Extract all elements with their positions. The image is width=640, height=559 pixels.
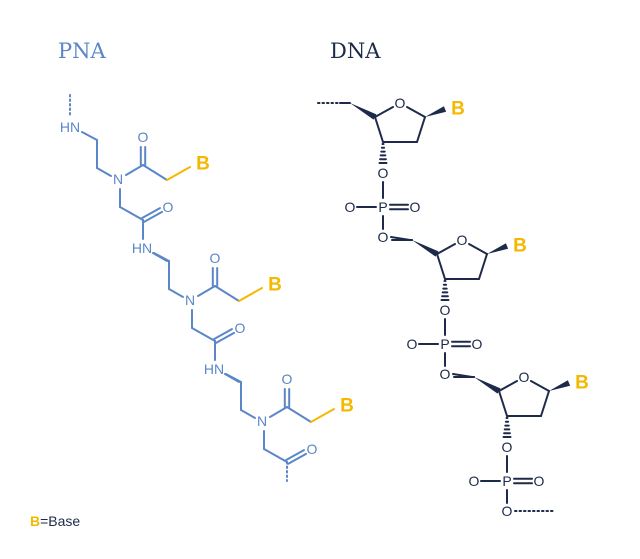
carbonyl-double-bond [287,452,308,465]
oxygen-label: O [138,129,149,145]
base-label: B [575,373,589,394]
wedge-bond [412,240,439,257]
bond [374,116,384,143]
oxygen-label: O [235,320,246,336]
oxygen-label: O [502,503,513,519]
bond [498,380,518,392]
bond [374,106,394,118]
carbonyl-double-bond [140,207,161,220]
nitrogen-label: N [185,292,195,308]
bond [81,131,98,141]
base-bond [166,166,191,181]
base-bond [238,287,263,302]
wedge-bond [549,380,571,391]
oxygen-label: O [378,165,389,181]
oxygen-label: O [407,336,418,352]
bond [530,380,550,392]
base-label: B [268,275,282,296]
pna-monomer: HN N O B O [60,119,210,262]
wedge-bond [474,377,501,394]
bond [269,406,288,418]
bond [214,285,240,302]
base-label: B [451,99,465,120]
bond [436,253,446,280]
oxygen-label: O [345,199,356,215]
bond [263,448,288,463]
wedge-bond [350,103,377,120]
bond [191,327,216,342]
bond [168,288,184,298]
ring-oxygen-label: O [457,232,468,248]
base-bond [310,408,335,423]
base-label: B [340,396,354,417]
oxygen-label: O [210,250,221,266]
oxygen-label: O [440,302,451,318]
oxygen-label: O [163,199,174,215]
base-label: B [196,154,210,175]
bond [286,406,312,423]
oxygen-label: O [469,473,480,489]
bond [125,164,144,176]
pna-structure: HN N O B O HN N O B O HN N O B O [60,94,354,482]
pna-monomer: HN N O B O [132,240,282,383]
bond [416,116,426,143]
bond [406,106,426,118]
pna-title: PNA [58,39,107,63]
phosphorus-label: P [378,199,387,215]
bond [153,252,170,262]
wedge-bond [425,106,447,117]
bond [142,164,168,181]
bond [240,409,256,419]
nitrogen-label: N [257,413,267,429]
carbonyl-double-bond [215,331,236,344]
ring-oxygen-label: O [519,369,530,385]
bond [225,373,242,383]
bond [468,243,488,255]
nitrogen-label: N [113,171,123,187]
legend: B=Base [30,513,80,529]
oxygen-label: O [378,229,389,245]
oxygen-label: O [502,439,513,455]
carbonyl-double-bond [284,449,305,462]
amine-label: HN [204,361,224,377]
ring-oxygen-label: O [395,95,406,111]
amine-label: HN [132,240,152,256]
phosphorus-label: P [502,473,511,489]
oxygen-label: O [282,371,293,387]
pna-monomer: HN N O B O [204,361,354,482]
bond [478,253,488,280]
amine-label: HN [60,119,80,135]
wedge-bond [487,243,509,254]
carbonyl-double-bond [212,328,233,341]
bond [96,167,112,177]
dna-title: DNA [330,39,381,63]
oxygen-label: O [534,473,545,489]
base-label: B [513,236,527,257]
phosphorus-label: P [440,336,449,352]
bond [436,243,456,255]
carbonyl-double-bond [143,210,164,223]
oxygen-label: O [410,199,421,215]
oxygen-label: O [472,336,483,352]
bond [540,390,550,417]
legend-base-symbol: B [30,513,41,529]
bond [197,285,216,297]
oxygen-label: O [440,366,451,382]
bond [498,390,508,417]
oxygen-label: O [307,441,318,457]
bond [119,206,144,221]
legend-text: =Base [40,513,81,529]
